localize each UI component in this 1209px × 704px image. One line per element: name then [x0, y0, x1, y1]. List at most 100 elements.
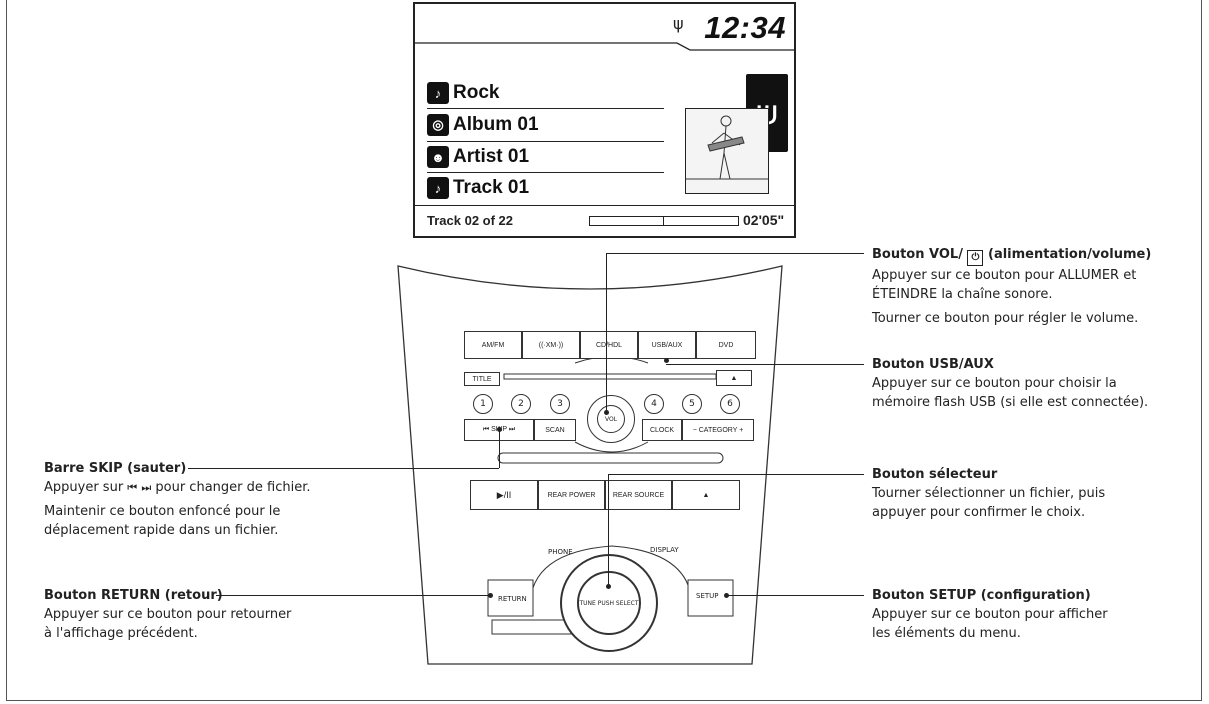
annotation-vol-title: Bouton VOL/ ⏻ (alimentation/volume) — [872, 245, 1202, 266]
selector-knob-outer[interactable]: TUNE PUSH SELECT — [560, 554, 658, 652]
vol-leader-vertical — [606, 253, 607, 413]
setup-button[interactable]: SETUP — [696, 592, 719, 600]
preset-6-button[interactable]: 6 — [720, 394, 740, 414]
preset-5-button[interactable]: 5 — [682, 394, 702, 414]
power-icon: ⏻ — [967, 250, 984, 266]
eject-small-button[interactable]: ▲ — [716, 370, 752, 386]
audio-console: AM/FM ((·XM·)) CD/HDL USB/AUX DVD TITLE … — [380, 262, 800, 682]
track-label: Track 01 — [453, 177, 530, 198]
music-note-icon: ♪ — [427, 177, 449, 199]
skip-leader — [188, 468, 499, 469]
annotation-vol-line2: ÉTEINDRE la chaîne sonore. — [872, 287, 1053, 302]
media-button-row: ▶/II REAR POWER REAR SOURCE ▲ — [470, 480, 740, 510]
preset-4-button[interactable]: 4 — [644, 394, 664, 414]
selector-leader-dot — [606, 584, 611, 589]
category-button[interactable]: − CATEGORY + — [682, 419, 754, 441]
audio-display-screen: ψ 12:34 ♪ Rock ◎ Album 01 ☻ Artist 01 ♪ … — [413, 2, 796, 238]
figure-frame — [6, 0, 1202, 701]
phone-button[interactable]: PHONE — [548, 548, 573, 556]
row-divider — [427, 172, 664, 173]
annotation-skip-line3: déplacement rapide dans un fichier. — [44, 523, 279, 538]
track-position: Track 02 of 22 — [427, 213, 513, 228]
annotation-usb-title: Bouton USB/AUX — [872, 357, 994, 372]
eject-button[interactable]: ▲ — [672, 480, 740, 510]
usb-small-icon: ψ — [673, 14, 684, 33]
artist-label: Artist 01 — [453, 146, 530, 167]
clock-category-row: CLOCK − CATEGORY + — [642, 419, 754, 441]
skip-scan-row: ⏮ SKIP ⏭ SCAN — [464, 419, 576, 441]
guitar-icon: ♪ — [427, 82, 449, 104]
vol-leader — [606, 253, 864, 254]
track-progress-bar — [589, 216, 739, 226]
annotation-setup-line1: Appuyer sur ce bouton pour afficher — [872, 607, 1108, 622]
annotation-vol: Bouton VOL/ ⏻ (alimentation/volume) Appu… — [872, 245, 1202, 328]
track-elapsed-time: 02'05" — [743, 212, 785, 228]
genre-label: Rock — [453, 82, 500, 103]
album-icon: ◎ — [427, 114, 449, 136]
annotation-skip-line1: Appuyer sur ⏮ ⏭ pour changer de fichier. — [44, 480, 311, 495]
title-button[interactable]: TITLE — [464, 372, 500, 386]
setup-leader — [727, 595, 864, 596]
tune-select-knob[interactable]: TUNE PUSH SELECT — [577, 571, 641, 635]
skip-back-icon: ⏮ — [127, 481, 138, 494]
selector-leader — [608, 474, 864, 475]
annotation-selector-line1: Tourner sélectionner un fichier, puis — [872, 486, 1106, 501]
preset-3-button[interactable]: 3 — [550, 394, 570, 414]
annotation-return-line1: Appuyer sur ce bouton pour retourner — [44, 607, 292, 622]
footer-divider — [415, 205, 794, 206]
header-divider — [415, 42, 794, 51]
skip-forward-icon: ⏭ — [141, 481, 152, 494]
annotation-usb-line1: Appuyer sur ce bouton pour choisir la — [872, 376, 1117, 391]
preset-2-button[interactable]: 2 — [511, 394, 531, 414]
rear-source-button[interactable]: REAR SOURCE — [605, 480, 672, 510]
annotation-skip-line2: Maintenir ce bouton enfoncé pour le — [44, 504, 281, 519]
return-leader — [216, 595, 490, 596]
console-outline — [397, 265, 783, 665]
annotation-selector-title: Bouton sélecteur — [872, 467, 998, 482]
am-fm-button[interactable]: AM/FM — [464, 331, 522, 359]
artist-icon: ☻ — [427, 146, 449, 168]
usb-aux-button[interactable]: USB/AUX — [638, 331, 696, 359]
annotation-setup-line2: les éléments du menu. — [872, 626, 1021, 641]
return-button[interactable]: RETURN — [498, 595, 527, 603]
annotation-vol-line1: Appuyer sur ce bouton pour ALLUMER et — [872, 268, 1137, 283]
skip-leader-dot — [497, 427, 502, 432]
screen-row-album: ◎ Album 01 — [427, 110, 539, 140]
rear-power-button[interactable]: REAR POWER — [538, 480, 605, 510]
annotation-selector-line2: appuyer pour confirmer le choix. — [872, 505, 1086, 520]
selector-leader-vertical — [608, 474, 609, 586]
row-divider — [427, 108, 664, 109]
annotation-return-line2: à l'affichage précédent. — [44, 626, 198, 641]
album-art-icon — [685, 108, 769, 194]
scan-button[interactable]: SCAN — [534, 419, 576, 441]
screen-row-genre: ♪ Rock — [427, 78, 499, 108]
setup-leader-dot — [724, 593, 729, 598]
row-divider — [427, 141, 664, 142]
screen-row-artist: ☻ Artist 01 — [427, 142, 529, 172]
skip-leader-vertical — [499, 430, 500, 468]
return-leader-dot — [488, 593, 493, 598]
annotation-return: Bouton RETURN (retour) Appuyer sur ce bo… — [44, 586, 384, 643]
usb-leader-dot — [664, 358, 669, 363]
clock-button[interactable]: CLOCK — [642, 419, 682, 441]
xm-button[interactable]: ((·XM·)) — [522, 331, 580, 359]
annotation-selector: Bouton sélecteur Tourner sélectionner un… — [872, 465, 1202, 522]
cd-hdl-button[interactable]: CD/HDL — [580, 331, 638, 359]
preset-1-button[interactable]: 1 — [473, 394, 493, 414]
annotation-usb-line2: mémoire flash USB (si elle est connectée… — [872, 395, 1149, 410]
screen-row-track: ♪ Track 01 — [427, 173, 529, 203]
play-pause-button[interactable]: ▶/II — [470, 480, 538, 510]
dvd-button[interactable]: DVD — [696, 331, 756, 359]
source-button-row: AM/FM ((·XM·)) CD/HDL USB/AUX DVD — [464, 331, 756, 359]
annotation-return-title: Bouton RETURN (retour) — [44, 588, 223, 603]
vol-label: VOL — [597, 405, 625, 433]
annotation-skip-title: Barre SKIP (sauter) — [44, 461, 187, 476]
usb-leader — [666, 364, 864, 365]
vol-power-knob[interactable]: VOL — [587, 395, 635, 443]
annotation-usb: Bouton USB/AUX Appuyer sur ce bouton pou… — [872, 355, 1202, 412]
annotation-vol-line3: Tourner ce bouton pour régler le volume. — [872, 311, 1139, 326]
display-button[interactable]: DISPLAY — [650, 546, 679, 554]
album-label: Album 01 — [453, 114, 539, 135]
annotation-skip: Barre SKIP (sauter) Appuyer sur ⏮ ⏭ pour… — [44, 459, 384, 540]
screen-clock: 12:34 — [704, 10, 786, 45]
